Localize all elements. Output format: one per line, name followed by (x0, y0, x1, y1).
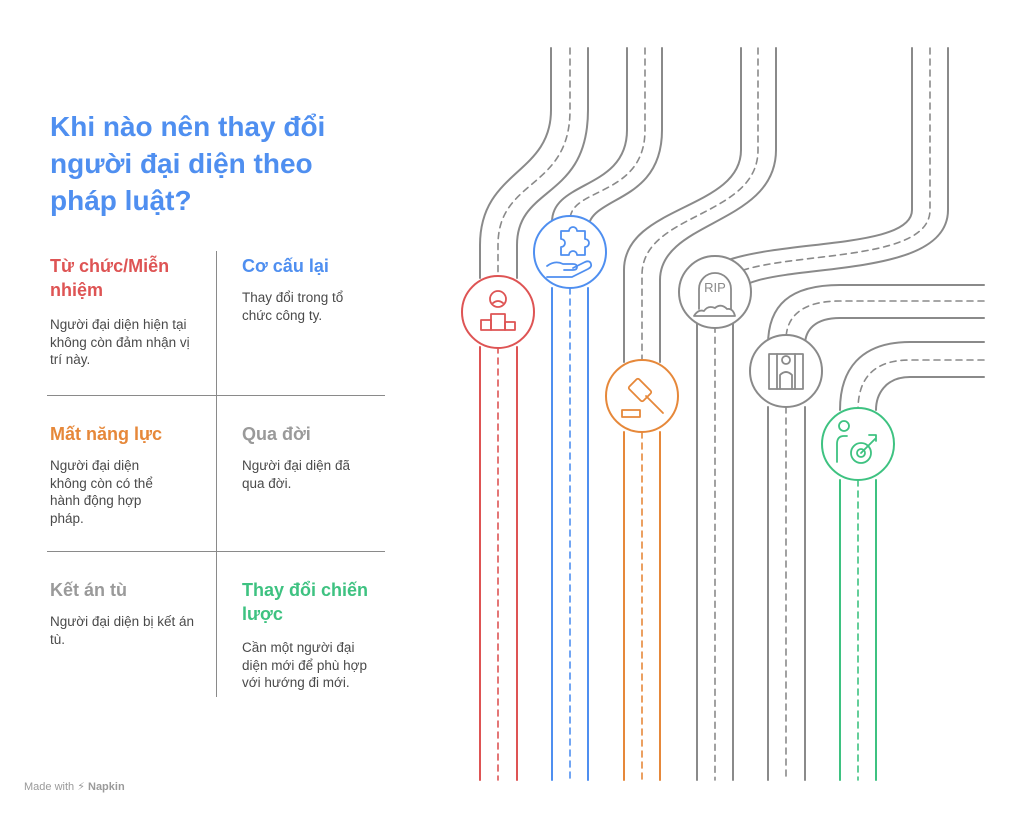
tombstone-icon: RIP (678, 255, 752, 329)
cell-desc-resignation: Người đại diện hiện tại không còn đảm nh… (50, 317, 190, 367)
jail-bars-icon (749, 334, 823, 408)
coloured-road-edges (479, 287, 877, 781)
person-target-icon (821, 407, 895, 481)
page-title: Khi nào nên thay đổi người đại diện theo… (50, 111, 326, 216)
cell-title-incapacity: Mất năng lực (50, 424, 163, 444)
cell-desc-death: Người đại diện đã qua đời. (242, 458, 350, 491)
napkin-brand: Napkin (88, 781, 125, 793)
rip-text: RIP (704, 280, 726, 295)
puzzle-hand-icon (533, 215, 607, 289)
grid-divider-vertical (216, 251, 217, 697)
cell-desc-incapacity: Người đại diện không còn có thể hành độn… (50, 458, 153, 526)
cell-desc-restructuring: Thay đổi trong tổ chức công ty. (242, 290, 344, 323)
cell-desc-imprisonment: Người đại diện bị kết án tù. (50, 614, 194, 647)
cell-title-imprisonment: Kết án tù (50, 580, 128, 600)
napkin-logo-icon: ⚡ (77, 781, 85, 793)
grid-divider-horizontal-2 (47, 551, 385, 552)
grid-divider-horizontal-1 (47, 395, 385, 396)
grey-road-edges (479, 47, 985, 781)
gavel-icon (605, 359, 679, 433)
made-with-label: Made with (24, 781, 75, 793)
person-podium-icon (461, 275, 535, 349)
cell-desc-strategy-change: Cần một người đại diện mới để phù hợp vớ… (242, 640, 368, 690)
grey-road-center-lines (497, 47, 985, 781)
cell-title-death: Qua đời (242, 424, 311, 444)
cell-title-restructuring: Cơ cấu lại (242, 256, 329, 276)
cell-title-resignation: Từ chức/Miễn nhiệm (50, 256, 170, 300)
coloured-road-center-lines (497, 287, 859, 781)
footer-branding: Made with ⚡ Napkin (24, 780, 125, 793)
cell-title-strategy-change: Thay đổi chiến lược (242, 580, 369, 624)
